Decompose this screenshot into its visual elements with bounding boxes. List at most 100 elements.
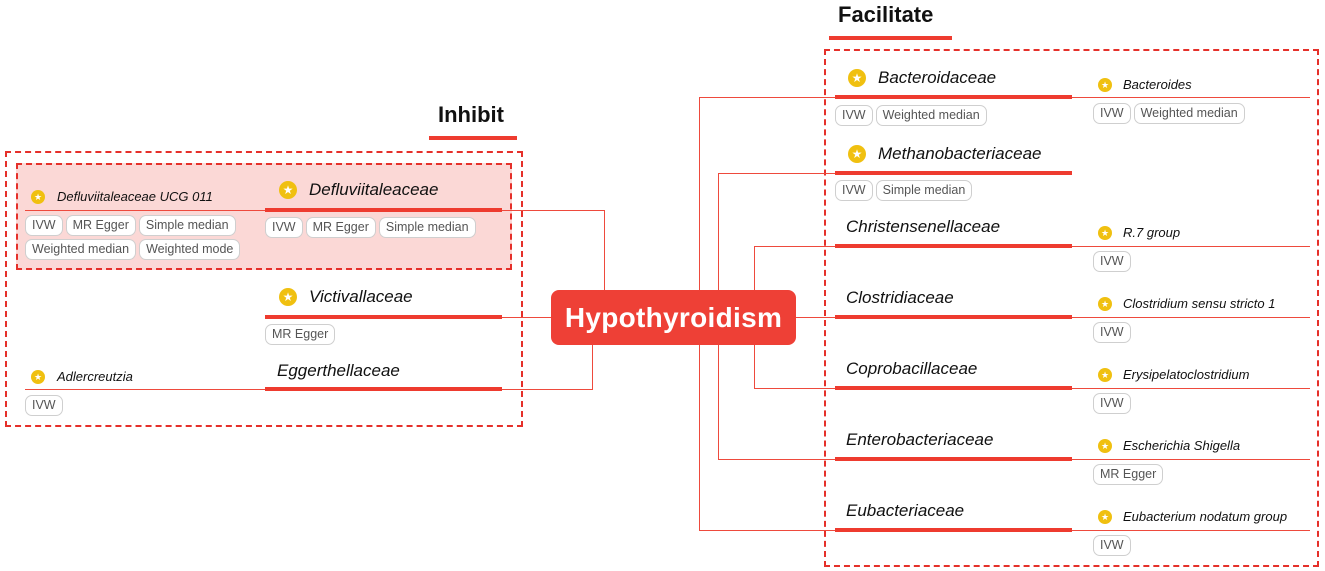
- genus-bacteroides: Bacteroides: [1123, 77, 1192, 92]
- method-tag: Weighted median: [25, 239, 137, 260]
- star-icon: ★: [279, 288, 297, 306]
- method-tag: IVW: [1093, 393, 1131, 414]
- connector: [754, 345, 755, 389]
- star-icon: ★: [1098, 78, 1112, 92]
- family-eubacteriaceae: Eubacteriaceae: [846, 501, 965, 520]
- connector: [1070, 246, 1310, 247]
- family-underline: [265, 208, 502, 212]
- connector: [796, 317, 835, 318]
- connector: [500, 210, 605, 211]
- method-tag: MR Egger: [65, 215, 136, 236]
- connector: [718, 459, 835, 460]
- method-tag: MR Egger: [265, 324, 336, 345]
- connector: [25, 210, 265, 211]
- method-tag: IVW: [835, 105, 873, 126]
- star-icon: ★: [1098, 297, 1112, 311]
- connector: [754, 388, 835, 389]
- connector: [1070, 530, 1310, 531]
- star-icon: ★: [1098, 439, 1112, 453]
- family-clostridiaceae: Clostridiaceae: [846, 288, 954, 307]
- star-icon: ★: [848, 145, 866, 163]
- family-underline: [835, 95, 1072, 99]
- star-icon: ★: [1098, 226, 1112, 240]
- star-icon: ★: [31, 370, 45, 384]
- star-icon: ★: [31, 190, 45, 204]
- family-underline: [835, 171, 1072, 175]
- facilitate-group-box: [824, 49, 1319, 567]
- connector: [699, 97, 835, 98]
- method-tags: IVW: [1093, 322, 1313, 343]
- connector: [718, 173, 835, 174]
- connector: [1070, 388, 1310, 389]
- method-tag: IVW: [25, 395, 63, 416]
- method-tag: IVW: [1093, 103, 1131, 124]
- family-underline: [835, 457, 1072, 461]
- family-coprobacillaceae: Coprobacillaceae: [846, 359, 978, 378]
- method-tag: Weighted mode: [139, 239, 241, 260]
- inhibit-heading: Inhibit: [438, 102, 504, 127]
- genus-clostridium-sensu-stricto-1: Clostridium sensu stricto 1: [1123, 296, 1276, 311]
- connector: [718, 345, 719, 460]
- method-tag: Weighted median: [1133, 103, 1245, 124]
- genus-defluviitaleaceae-ucg-011: Defluviitaleaceae UCG 011: [57, 189, 213, 204]
- family-eggerthellaceae: Eggerthellaceae: [277, 361, 400, 380]
- method-tag: MR Egger: [1093, 464, 1164, 485]
- method-tag: IVW: [835, 180, 873, 201]
- connector: [500, 389, 593, 390]
- connector: [25, 389, 265, 390]
- method-tag: IVW: [1093, 322, 1131, 343]
- family-enterobacteriaceae: Enterobacteriaceae: [846, 430, 994, 449]
- method-tags: IVW: [1093, 393, 1313, 414]
- method-tags: IVW: [1093, 535, 1313, 556]
- star-icon: ★: [279, 181, 297, 199]
- family-underline: [835, 386, 1072, 390]
- method-tag: Simple median: [378, 217, 476, 238]
- family-underline: [835, 315, 1072, 319]
- method-tag: Simple median: [138, 215, 236, 236]
- family-methanobacteriaceae: Methanobacteriaceae: [878, 144, 1042, 163]
- star-icon: ★: [1098, 510, 1112, 524]
- family-defluviitaleaceae: Defluviitaleaceae: [309, 180, 439, 199]
- method-tag: Simple median: [875, 180, 973, 201]
- method-tag: IVW: [1093, 535, 1131, 556]
- inhibit-group-box: [5, 151, 523, 427]
- family-underline: [835, 528, 1072, 532]
- method-tag: Weighted median: [875, 105, 987, 126]
- connector: [699, 97, 700, 290]
- hypothyroidism-node: Hypothyroidism: [551, 290, 796, 345]
- method-tags: MR Egger: [1093, 464, 1313, 485]
- genus-eubacterium-nodatum-group: Eubacterium nodatum group: [1123, 509, 1288, 524]
- connector: [699, 345, 700, 531]
- family-christensenellaceae: Christensenellaceae: [846, 217, 1001, 236]
- facilitate-underline: [829, 36, 952, 40]
- connector: [1070, 317, 1310, 318]
- star-icon: ★: [1098, 368, 1112, 382]
- genus-escherichia-shigella: Escherichia Shigella: [1123, 438, 1241, 453]
- family-victivallaceae: Victivallaceae: [309, 287, 413, 306]
- method-tag: MR Egger: [305, 217, 376, 238]
- method-tags: IVW: [1093, 251, 1313, 272]
- connector: [1070, 97, 1310, 98]
- connector: [592, 345, 593, 390]
- family-bacteroidaceae: Bacteroidaceae: [878, 68, 997, 87]
- family-underline: [265, 387, 502, 391]
- connector: [1070, 459, 1310, 460]
- connector: [500, 317, 551, 318]
- star-icon: ★: [848, 69, 866, 87]
- method-tags: MR Egger: [265, 324, 505, 345]
- connector: [754, 246, 755, 290]
- connector: [699, 530, 835, 531]
- inhibit-underline: [429, 136, 517, 140]
- connector: [718, 173, 719, 290]
- genus-r7-group: R.7 group: [1123, 225, 1181, 240]
- method-tags: IVW: [25, 395, 255, 416]
- genus-adlercreutzia: Adlercreutzia: [57, 369, 133, 384]
- genus-erysipelatoclostridium: Erysipelatoclostridium: [1123, 367, 1250, 382]
- facilitate-heading: Facilitate: [838, 2, 934, 27]
- method-tag: IVW: [1093, 251, 1131, 272]
- family-underline: [265, 315, 502, 319]
